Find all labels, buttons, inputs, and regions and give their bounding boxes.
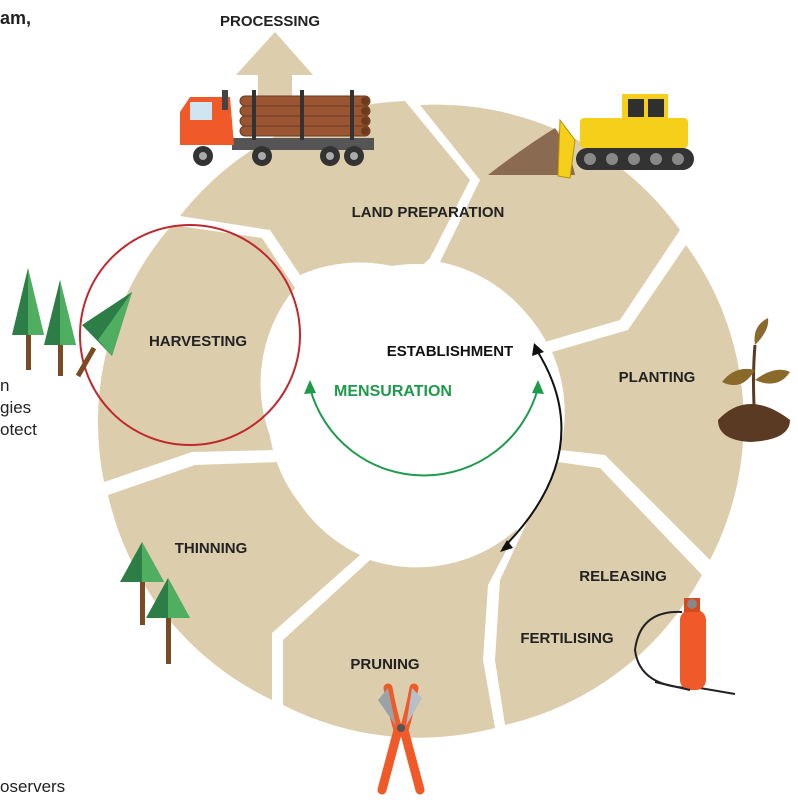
text-fragment-left-2: gies bbox=[0, 398, 32, 417]
text-fragment-left-3: otect bbox=[0, 420, 37, 439]
stage-label-processing: PROCESSING bbox=[220, 13, 320, 30]
inner-label-establishment: ESTABLISHMENT bbox=[387, 343, 513, 360]
stage-label-pruning: PRUNING bbox=[350, 656, 419, 673]
ring-segment-pruning bbox=[283, 528, 518, 738]
establishment-arc bbox=[502, 348, 563, 549]
stage-label-releasing: RELEASING bbox=[579, 568, 667, 585]
stage-label-harvesting: HARVESTING bbox=[149, 333, 247, 350]
establishment-arrowhead-top bbox=[532, 343, 544, 356]
cycle-ring bbox=[97, 101, 744, 738]
logging-truck-icon bbox=[180, 90, 374, 166]
text-fragment-left-1: n bbox=[0, 376, 10, 395]
pruning-shears-icon bbox=[377, 683, 425, 795]
ring-segment-planting-lower bbox=[552, 245, 744, 560]
thinning-trees-icon bbox=[120, 542, 190, 664]
mensuration-arrowhead-right bbox=[532, 380, 544, 394]
ring-segment-thinning bbox=[108, 462, 360, 700]
ring-inner-hole bbox=[268, 264, 564, 560]
harvesting-trees-icon bbox=[12, 268, 132, 378]
stage-label-planting: PLANTING bbox=[619, 369, 696, 386]
harvesting-highlight-circle bbox=[79, 224, 301, 446]
processing-arrow-shaft bbox=[236, 32, 313, 118]
mensuration-arc bbox=[309, 387, 539, 477]
bulldozer-icon bbox=[488, 94, 694, 179]
sprayer-icon bbox=[633, 598, 736, 695]
ring-segment-releasing bbox=[495, 462, 702, 725]
text-fragment-bottom-left: oservers bbox=[0, 777, 66, 796]
stage-label-fertilising: FERTILISING bbox=[520, 630, 613, 647]
text-fragment-top-left: am, bbox=[0, 8, 32, 28]
stage-label-land-preparation: LAND PREPARATION bbox=[352, 204, 505, 221]
ring-segment-harvesting bbox=[97, 225, 295, 482]
establishment-arrow bbox=[500, 343, 563, 552]
inner-label-mensuration: MENSURATION bbox=[334, 383, 452, 400]
ring-segment-land-preparation bbox=[180, 101, 470, 275]
stage-label-thinning: THINNING bbox=[175, 540, 248, 557]
mensuration-arrow bbox=[304, 380, 544, 477]
processing-arrow bbox=[236, 32, 313, 118]
establishment-arrowhead-bottom bbox=[500, 540, 513, 552]
seedling-icon bbox=[718, 318, 790, 442]
mensuration-arrowhead-left bbox=[304, 380, 316, 394]
